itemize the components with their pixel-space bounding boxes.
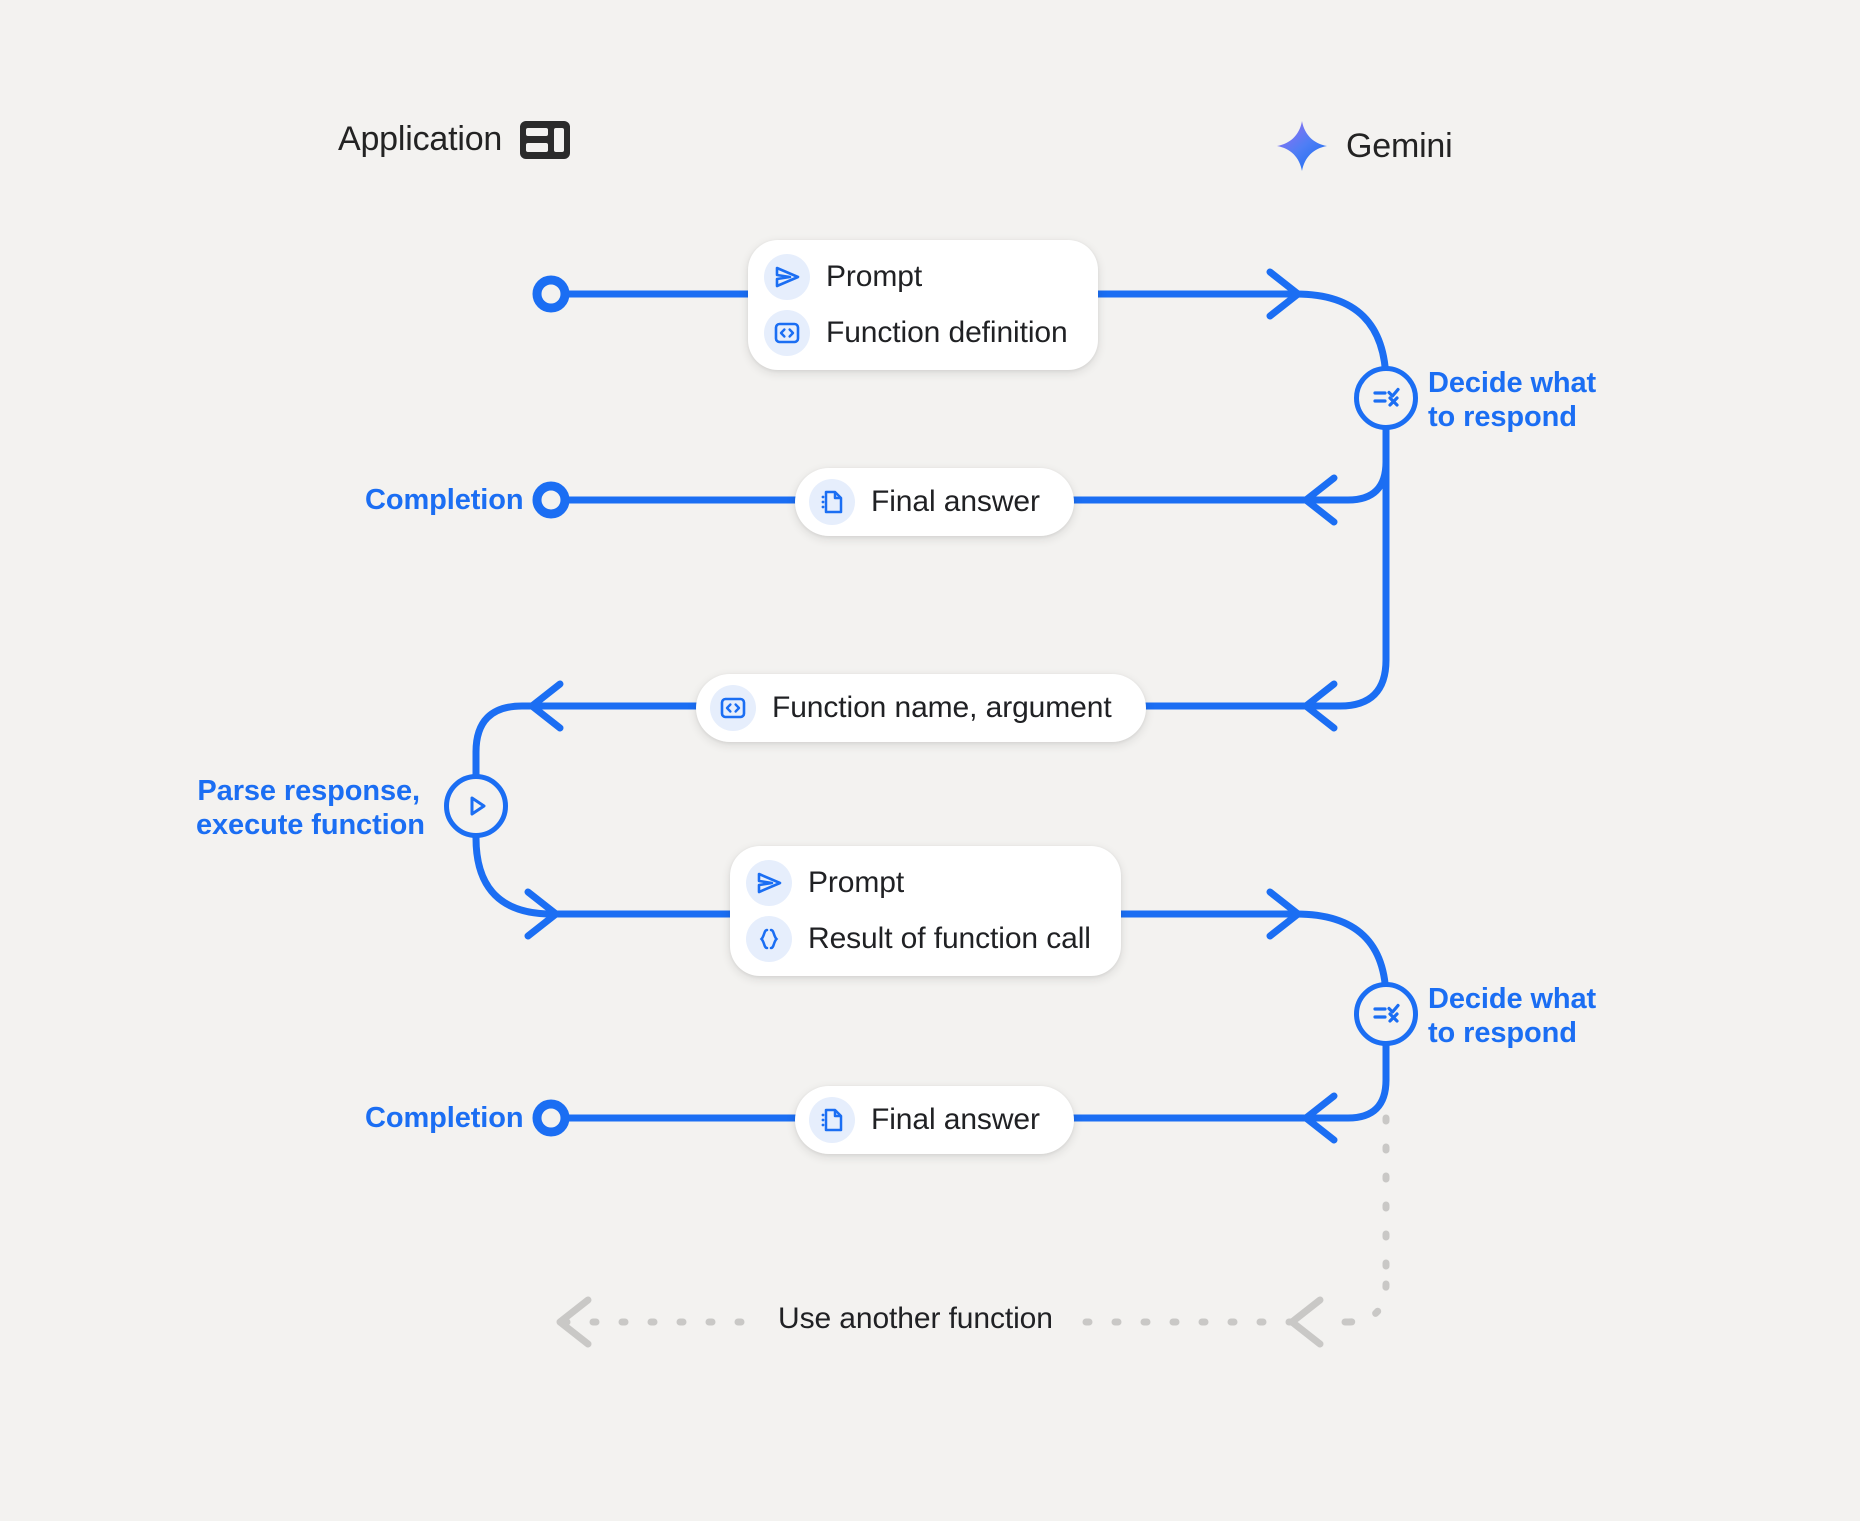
message-card-final-answer-1[interactable]: Final answer <box>795 468 1074 536</box>
completion-label: Completion <box>365 1102 524 1134</box>
card-label: Prompt <box>808 866 905 899</box>
code-brackets-icon <box>710 685 756 731</box>
card-row-function-call: Function name, argument <box>710 685 1112 731</box>
arrowhead-request-2-gemini <box>1266 888 1302 940</box>
annotation-decide-2: Decide what to respond <box>1428 982 1596 1050</box>
annotation-completion-1: Completion <box>365 483 524 517</box>
annotation-decide-1: Decide what to respond <box>1428 366 1596 434</box>
annotation-line: to respond <box>1428 401 1577 434</box>
send-prompt-icon <box>764 254 810 300</box>
card-label: Final answer <box>871 1103 1040 1136</box>
loop-label-text: Use another function <box>778 1302 1053 1335</box>
card-row-prompt: Prompt <box>746 860 1091 906</box>
gemini-label: Gemini <box>1346 126 1453 165</box>
completion-endpoint-1 <box>532 481 570 519</box>
decision-node-2[interactable] <box>1354 982 1418 1046</box>
annotation-loop-use-another-function: Use another function <box>760 1302 1071 1336</box>
column-header-application: Application <box>338 120 571 159</box>
parse-execute-node[interactable] <box>444 774 508 838</box>
card-label: Function definition <box>826 316 1068 349</box>
card-row-final-answer: Final answer <box>809 1097 1040 1143</box>
request-origin-endpoint <box>532 275 570 313</box>
completion-endpoint-2 <box>532 1099 570 1137</box>
application-label: Application <box>338 120 503 158</box>
document-icon <box>809 479 855 525</box>
arrowhead-final-answer-2 <box>1302 1092 1338 1144</box>
card-row-prompt: Prompt <box>764 254 1068 300</box>
gemini-sparkle-icon <box>1276 120 1328 172</box>
annotation-line: to respond <box>1428 1017 1577 1050</box>
card-label: Final answer <box>871 485 1040 518</box>
annotation-line: Decide what <box>1428 367 1597 399</box>
card-label: Function name, argument <box>772 691 1112 724</box>
wire-loop-corner <box>1344 1280 1390 1326</box>
play-execute-icon <box>460 790 492 822</box>
message-card-request-2[interactable]: Prompt Result of function call <box>730 846 1121 976</box>
dashboard-layout-icon <box>520 120 571 159</box>
arrowhead-request-2-app <box>524 888 560 940</box>
arrowhead-final-answer-1 <box>1302 474 1338 526</box>
arrowhead-function-call-gemini <box>1302 680 1338 732</box>
card-row-final-answer: Final answer <box>809 479 1040 525</box>
curly-braces-icon <box>746 916 792 962</box>
message-card-request-1[interactable]: Prompt Function definition <box>748 240 1098 370</box>
annotation-line: Parse response, <box>197 775 420 807</box>
card-row-function-definition: Function definition <box>764 310 1068 356</box>
arrowhead-function-call-app <box>528 680 564 732</box>
annotation-line: Decide what <box>1428 983 1597 1015</box>
checklist-decision-icon <box>1368 996 1404 1032</box>
document-icon <box>809 1097 855 1143</box>
column-header-gemini: Gemini <box>1276 120 1453 172</box>
message-card-final-answer-2[interactable]: Final answer <box>795 1086 1074 1154</box>
annotation-parse-execute: Parse response, execute function <box>196 774 425 842</box>
card-row-result-of-function-call: Result of function call <box>746 916 1091 962</box>
arrowhead-loop-gemini <box>1288 1296 1324 1348</box>
send-prompt-icon <box>746 860 792 906</box>
checklist-decision-icon <box>1368 380 1404 416</box>
decision-node-1[interactable] <box>1354 366 1418 430</box>
card-label: Prompt <box>826 260 923 293</box>
card-label: Result of function call <box>808 922 1091 955</box>
arrowhead-request-1 <box>1266 268 1302 320</box>
message-card-function-call[interactable]: Function name, argument <box>696 674 1146 742</box>
annotation-completion-2: Completion <box>365 1101 524 1135</box>
arrowhead-loop-app <box>556 1296 592 1348</box>
wire-function-call-left <box>472 702 560 756</box>
annotation-line: execute function <box>196 809 425 842</box>
code-brackets-icon <box>764 310 810 356</box>
completion-label: Completion <box>365 484 524 516</box>
